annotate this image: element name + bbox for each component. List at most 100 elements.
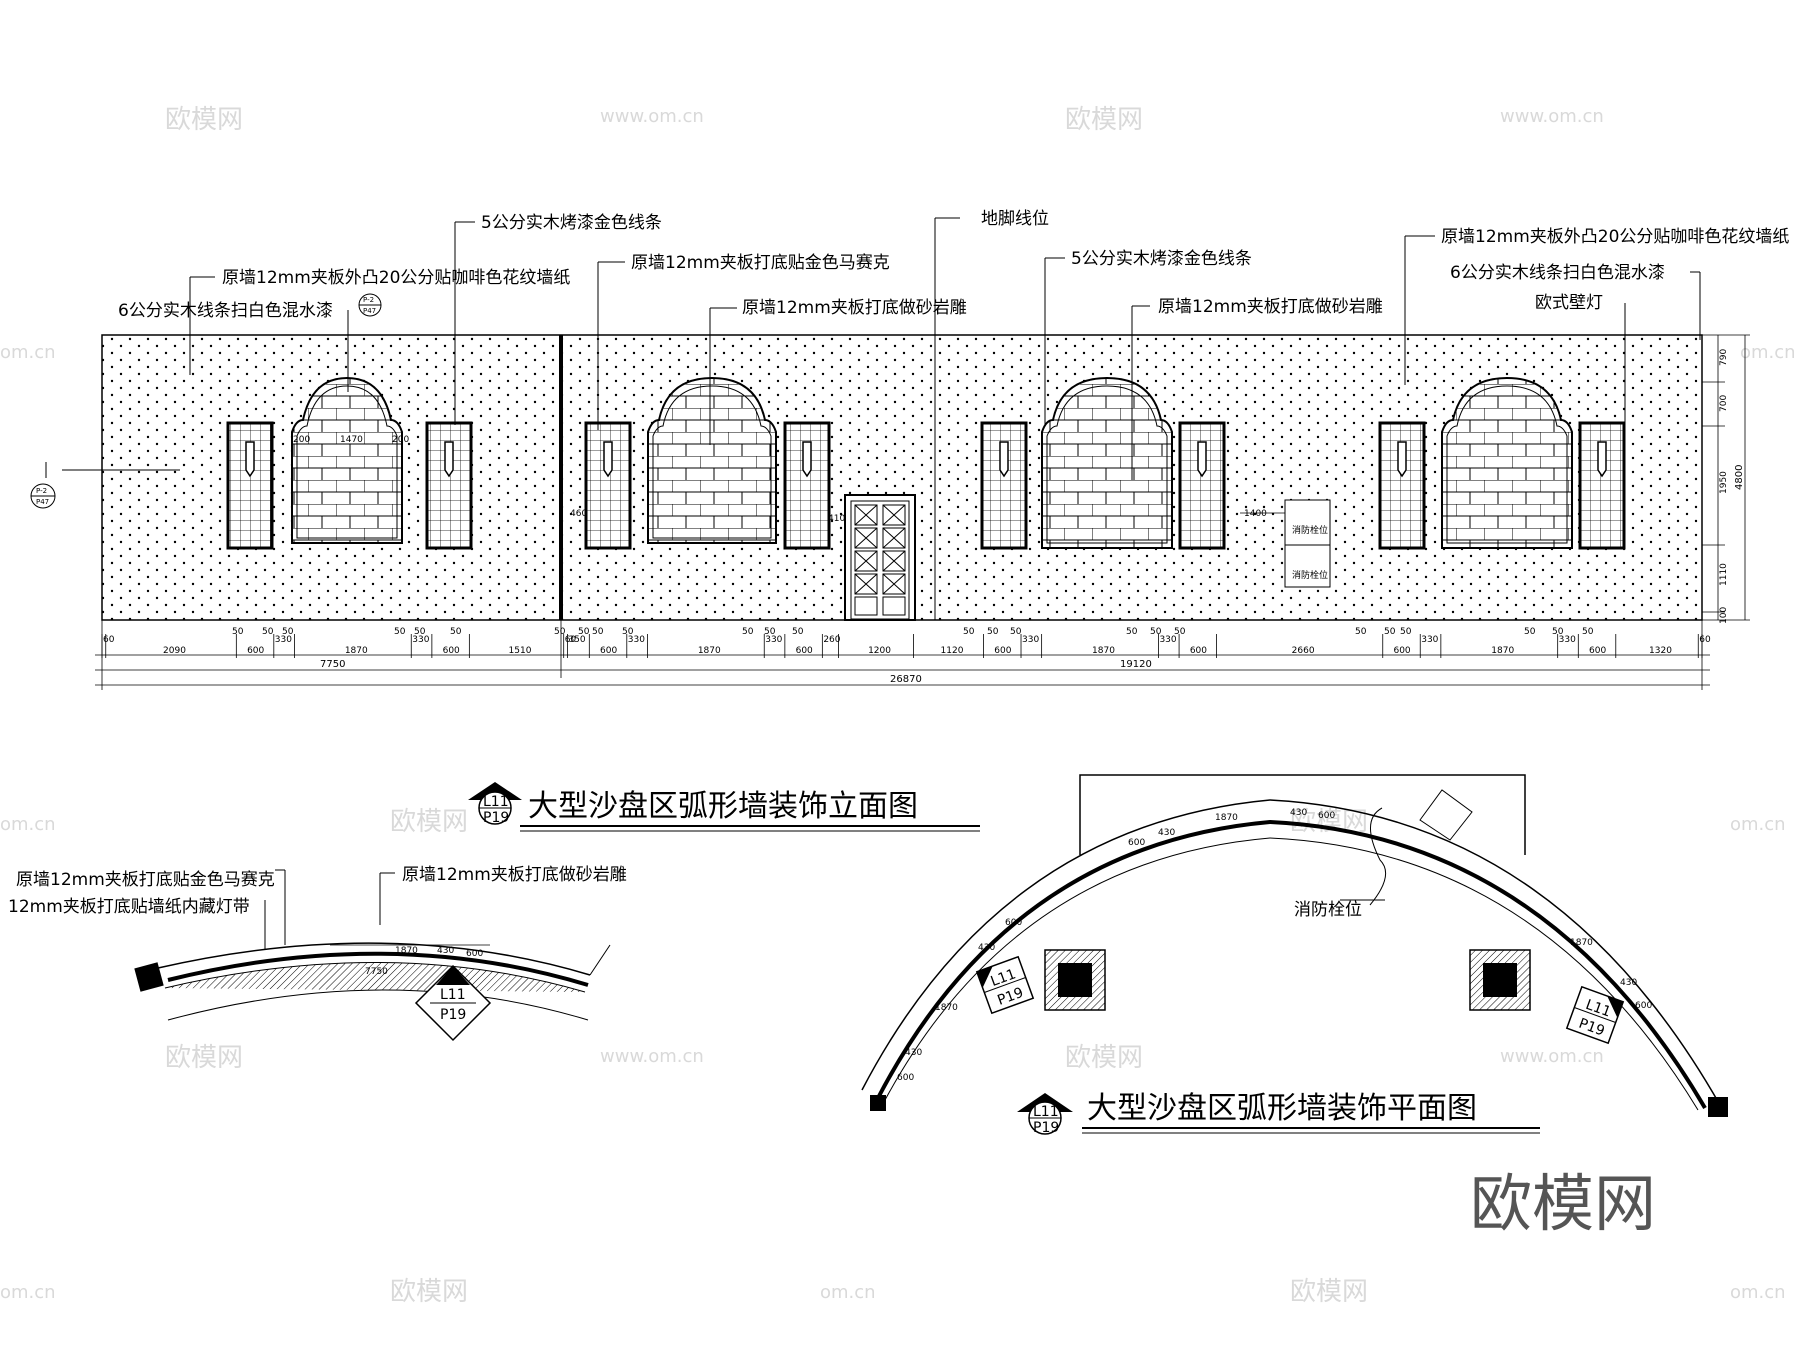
dim-text: 430 — [1620, 978, 1637, 988]
dim-text: 50 — [1126, 627, 1138, 637]
callout-wall-lamp: 欧式壁灯 — [1535, 293, 1603, 313]
callout-skirting: 地脚线位 — [981, 209, 1049, 229]
section-tag-top: P-2 — [363, 296, 374, 304]
watermark-site: om.cn — [1730, 814, 1786, 835]
dim-text: 50 — [450, 627, 462, 637]
callout-white-trim: 6公分实木线条扫白色混水漆 — [118, 301, 333, 321]
dim-text: 330 — [1559, 635, 1576, 645]
dim-text: 1870 — [1491, 646, 1514, 656]
watermark-logo: 欧模网 — [165, 105, 243, 135]
dim-text: 2090 — [163, 646, 186, 656]
dim-text: 50 — [1582, 627, 1594, 637]
section-tag-bottom: P47 — [363, 307, 376, 315]
watermark-site: om.cn — [1740, 342, 1796, 363]
dim-text: 600 — [1005, 918, 1022, 928]
dim-text: 600 — [1393, 646, 1410, 656]
watermark-logo: 欧模网 — [1065, 105, 1143, 135]
dim-text: 600 — [994, 646, 1011, 656]
dim-text: 50 — [1524, 627, 1536, 637]
dim-text: 1870 — [395, 946, 418, 956]
dim-text: 600 — [796, 646, 813, 656]
dim-text: 1870 — [1092, 646, 1115, 656]
watermark-logo: 欧模网 — [1065, 1043, 1143, 1073]
watermark-logo: 欧模网 — [390, 807, 468, 837]
watermark-logo: 欧模网 — [1290, 1277, 1368, 1307]
dim-text: 60 — [1699, 635, 1711, 645]
title-tag-top: L11 — [483, 794, 509, 810]
elevation-drawing: 消防栓位 消防栓位 1400 200 1470 200 460 410 P-2 … — [30, 209, 1789, 690]
watermark-site: om.cn — [1730, 1282, 1786, 1303]
door — [844, 494, 916, 621]
watermark-site: www.om.cn — [600, 1046, 704, 1067]
wall-lamp-icons — [245, 441, 1607, 478]
hydrant-box: 消防栓位 消防栓位 1400 — [1240, 499, 1331, 588]
dim-text: 50 — [963, 627, 975, 637]
dim-text: 350 — [568, 635, 585, 645]
dim-text: 330 — [1421, 635, 1438, 645]
tag-top: L11 — [440, 987, 466, 1003]
title-tag-top: L11 — [1033, 1104, 1059, 1120]
section-tag-top: P-2 — [36, 487, 47, 495]
section-tag-bottom: P47 — [36, 498, 49, 506]
dim-text: 1870 — [935, 1003, 958, 1013]
dim-text: 1200 — [868, 646, 891, 656]
dim-text: 60 — [565, 635, 577, 645]
dim-text: 50 — [394, 627, 406, 637]
dim-text: 50 — [742, 627, 754, 637]
callout-wallpaper: 原墙12mm夹板外凸20公分贴咖啡色花纹墙纸 — [1441, 227, 1789, 247]
hydrant-label: 消防栓位 — [1292, 569, 1328, 581]
mosaic-panels — [226, 421, 1626, 550]
dim-text: 430 — [978, 943, 995, 953]
callout-mosaic: 原墙12mm夹板打底贴金色马赛克 — [16, 869, 275, 890]
dim-text: 600 — [1128, 838, 1145, 848]
arch-panel-2 — [647, 376, 777, 544]
watermark-site: om.cn — [0, 342, 56, 363]
hydrant-label: 消防栓位 — [1292, 524, 1328, 536]
small-plan-drawing: 原墙12mm夹板打底贴金色马赛克 12mm夹板打底贴墙纸内藏灯带 原墙12mm夹… — [8, 865, 627, 1042]
dim-text: 600 — [1635, 1001, 1652, 1011]
callout-white-trim: 6公分实木线条扫白色混水漆 — [1450, 263, 1665, 283]
watermark-site: om.cn — [820, 1282, 876, 1303]
dim-text: 460 — [570, 509, 587, 519]
dim-text: 50 — [1400, 627, 1412, 637]
callout-wallpaper-led: 12mm夹板打底贴墙纸内藏灯带 — [8, 897, 250, 917]
dim-text: 600 — [443, 646, 460, 656]
arch-panel-4 — [1441, 376, 1573, 549]
dim-text: 50 — [554, 627, 566, 637]
dim-text: 600 — [466, 949, 483, 959]
dim-text: 50 — [232, 627, 244, 637]
watermark-site: om.cn — [0, 1282, 56, 1303]
dim-text: 200 — [392, 435, 409, 445]
dim-text: 50 — [622, 627, 634, 637]
dim-text: 430 — [1158, 828, 1175, 838]
watermark-logo: 欧模网 — [165, 1043, 243, 1073]
watermark-site: www.om.cn — [1500, 106, 1604, 127]
dim-text: 600 — [247, 646, 264, 656]
dim-text: 430 — [905, 1048, 922, 1058]
dim-text: 50 — [987, 627, 999, 637]
dim-text: 330 — [275, 635, 292, 645]
elevation-callouts — [189, 217, 1701, 620]
callout-wallpaper: 原墙12mm夹板外凸20公分贴咖啡色花纹墙纸 — [222, 268, 570, 288]
dim-text: 1950 — [1719, 471, 1729, 494]
watermarks: 欧模网 www.om.cn 欧模网 www.om.cn om.cn om.cn … — [0, 105, 1796, 1307]
dim-text: 19120 — [1120, 659, 1152, 670]
dim-text: 26870 — [890, 674, 922, 685]
dim-text: 1400 — [1244, 509, 1267, 519]
dim-text: 430 — [437, 946, 454, 956]
dim-text: 50 — [282, 627, 294, 637]
dim-text: 1510 — [509, 646, 532, 656]
dim-text: 330 — [765, 635, 782, 645]
dim-text: 50 — [1552, 627, 1564, 637]
arch-panel-1 — [291, 376, 403, 544]
dim-text: 50 — [1174, 627, 1186, 637]
dim-text: 600 — [1589, 646, 1606, 656]
watermark-logo-large: 欧模网 — [1470, 1167, 1656, 1240]
dim-text: 1110 — [1719, 563, 1729, 586]
dim-text: 600 — [600, 646, 617, 656]
plan-title-block: L11 P19 大型沙盘区弧形墙装饰平面图 — [1017, 1091, 1540, 1136]
dim-text: 330 — [1022, 635, 1039, 645]
dim-text: 50 — [792, 627, 804, 637]
dim-text: 1320 — [1649, 646, 1672, 656]
